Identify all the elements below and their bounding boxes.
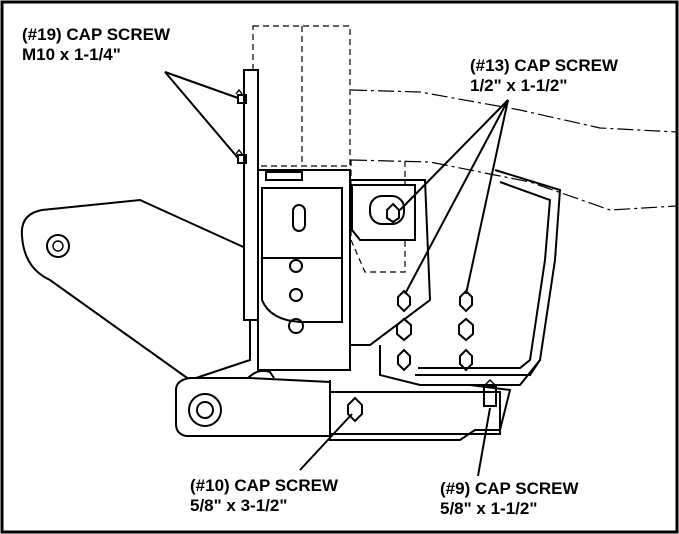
lower-pivot: [175, 369, 512, 441]
callout-part-label: (#19) CAP SCREW: [22, 25, 170, 44]
callout-part-label: (#13) CAP SCREW: [470, 56, 618, 75]
central-block: [257, 169, 351, 371]
callout-part-label: (#9) CAP SCREW: [440, 479, 579, 498]
leader-lines: [164, 71, 509, 477]
callout-cap-screw-13: (#13) CAP SCREW 1/2" x 1-1/2": [470, 56, 618, 96]
callout-size-label: 5/8" x 1-1/2": [440, 499, 538, 518]
callout-cap-screw-19: (#19) CAP SCREW M10 x 1-1/4": [22, 25, 170, 65]
callout-part-label: (#10) CAP SCREW: [190, 476, 338, 495]
vertical-mount-plate: [235, 69, 259, 321]
right-bracket: [350, 169, 562, 386]
callout-cap-screw-9: (#9) CAP SCREW 5/8" x 1-1/2": [440, 479, 579, 519]
left-arm-plate: [20, 198, 251, 382]
callout-cap-screw-10: (#10) CAP SCREW 5/8" x 3-1/2": [190, 476, 338, 516]
callout-size-label: M10 x 1-1/4": [22, 45, 121, 64]
callout-size-label: 1/2" x 1-1/2": [470, 76, 568, 95]
callout-size-label: 5/8" x 3-1/2": [190, 496, 288, 515]
